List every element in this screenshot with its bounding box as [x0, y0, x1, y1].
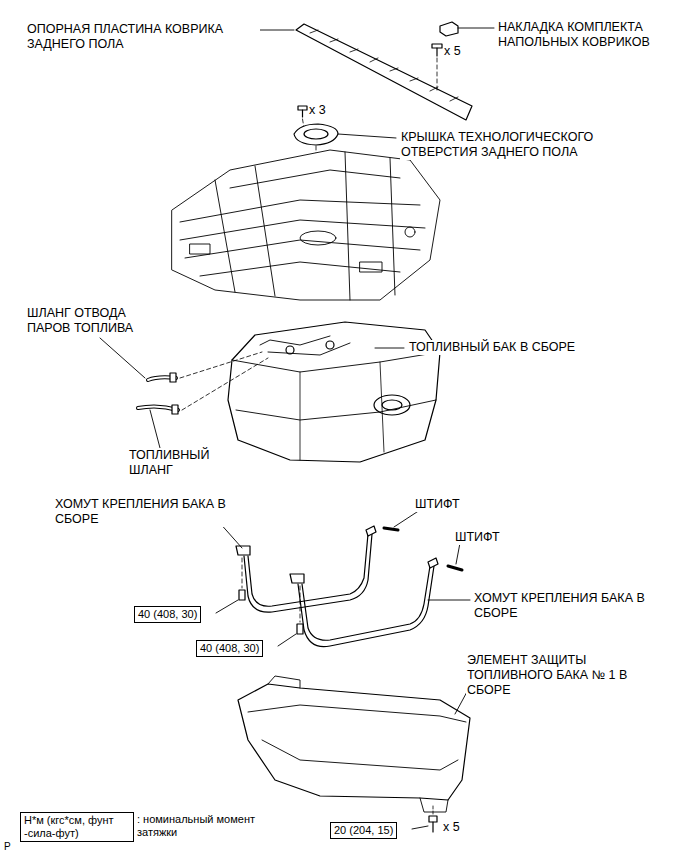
torque-text: 40 (408, 30) — [134, 606, 201, 623]
part-name: ЭЛЕМЕНТ ЗАЩИТЫ ТОПЛИВНОГО БАКА № 1 В СБО… — [466, 653, 644, 698]
torque-text: 20 (204, 15) — [330, 822, 397, 839]
tank-straps — [210, 510, 470, 647]
part-name: ХОМУТ КРЕПЛЕНИЯ БАКА В СБОРЕ — [473, 591, 647, 621]
fuel-hoses — [100, 338, 268, 448]
quantity-label: x 3 — [308, 103, 327, 118]
part-name: ТОПЛИВНЫЙ БАК В СБОРЕ — [408, 340, 576, 355]
cover-screw — [298, 106, 307, 128]
torque-value-box: 40 (408, 30) — [196, 638, 264, 655]
part-name: ОПОРНАЯ ПЛАСТИНА КОВРИКА ЗАДНЕГО ПОЛА — [26, 22, 260, 52]
tank-protector — [238, 676, 470, 832]
quantity-label: x 5 — [443, 44, 462, 59]
floor-pan — [172, 150, 440, 300]
torque-text: 40 (408, 30) — [196, 640, 263, 657]
part-name: ХОМУТ КРЕПЛЕНИЯ БАКА В СБОРЕ — [54, 497, 228, 527]
part-name: ШЛАНГ ОТВОДА ПАРОВ ТОПЛИВА — [26, 306, 148, 336]
part-name: КРЫШКА ТЕХНОЛОГИЧЕСКОГО ОТВЕРСТИЯ ЗАДНЕГ… — [400, 130, 627, 160]
torque-value-box: 20 (204, 15) — [330, 820, 398, 837]
part-name: НАКЛАДКА КОМПЛЕКТА НАПОЛЬНЫХ КОВРИКОВ — [497, 20, 667, 50]
part-name: ШТИФТ — [454, 530, 501, 545]
mat-cover-clip — [432, 22, 494, 92]
quantity-label: x 5 — [442, 820, 461, 835]
mat-plate — [248, 24, 472, 120]
torque-legend: Н*м (кгс*см, фунт -сила-фут): номинальны… — [20, 812, 134, 842]
corner-mark: P — [3, 839, 12, 854]
part-name: ТОПЛИВНЫЙ ШЛАНГ — [128, 448, 222, 478]
legend-note: : номинальный момент затяжки — [137, 813, 257, 839]
torque-text: Н*м (кгс*см, фунт -сила-фут) — [20, 812, 134, 842]
part-name: ШТИФТ — [414, 497, 461, 512]
torque-value-box: 40 (408, 30) — [134, 604, 202, 621]
